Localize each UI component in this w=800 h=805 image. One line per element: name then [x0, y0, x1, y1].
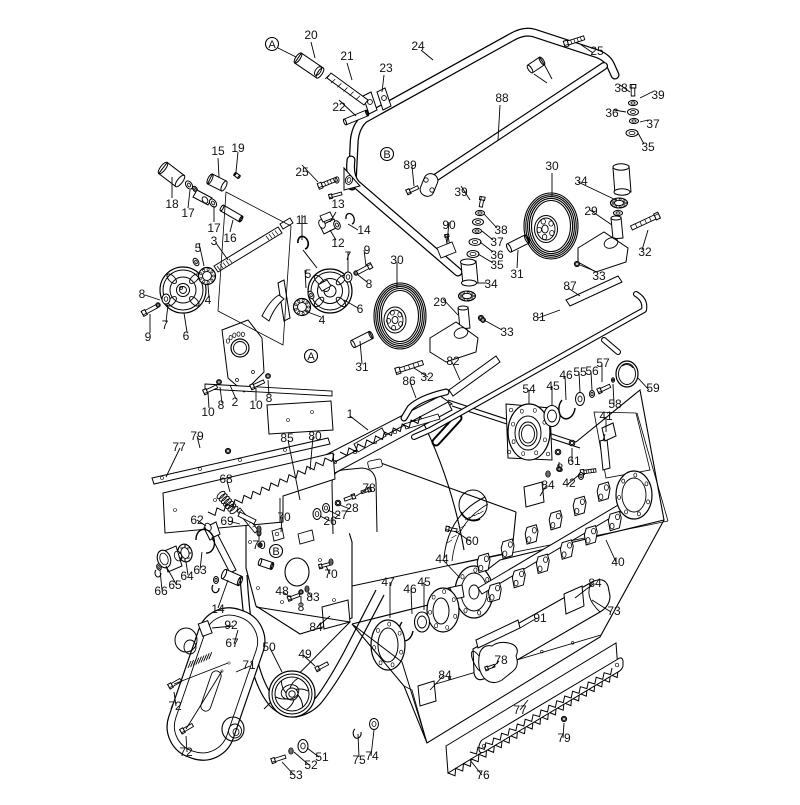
- svg-text:78: 78: [494, 653, 508, 667]
- svg-text:19: 19: [231, 141, 245, 155]
- svg-text:13: 13: [331, 197, 345, 211]
- svg-text:9: 9: [145, 330, 152, 344]
- svg-text:14: 14: [211, 602, 225, 616]
- svg-text:22: 22: [332, 100, 346, 114]
- svg-text:35: 35: [490, 258, 504, 272]
- svg-text:5: 5: [195, 241, 202, 255]
- svg-text:92: 92: [224, 618, 238, 632]
- svg-text:53: 53: [289, 768, 303, 782]
- svg-text:57: 57: [596, 356, 610, 370]
- svg-text:10: 10: [201, 405, 215, 419]
- svg-text:71: 71: [242, 658, 256, 672]
- svg-text:36: 36: [605, 106, 619, 120]
- svg-text:84: 84: [588, 576, 602, 590]
- svg-text:87: 87: [563, 279, 577, 293]
- svg-text:67: 67: [225, 636, 239, 650]
- svg-text:12: 12: [331, 236, 345, 250]
- svg-text:84: 84: [438, 668, 452, 682]
- svg-text:B: B: [272, 546, 279, 558]
- svg-text:32: 32: [638, 245, 652, 259]
- svg-text:30: 30: [545, 159, 559, 173]
- svg-text:74: 74: [365, 749, 379, 763]
- svg-text:39: 39: [454, 185, 468, 199]
- svg-text:45: 45: [546, 379, 560, 393]
- svg-text:23: 23: [379, 61, 393, 75]
- svg-text:20: 20: [304, 28, 318, 42]
- svg-text:89: 89: [403, 158, 417, 172]
- svg-text:91: 91: [533, 611, 547, 625]
- svg-text:17: 17: [207, 221, 221, 235]
- svg-text:33: 33: [500, 325, 514, 339]
- svg-text:A: A: [307, 351, 315, 363]
- svg-text:18: 18: [165, 197, 179, 211]
- svg-text:37: 37: [646, 117, 660, 131]
- svg-text:17: 17: [181, 206, 195, 220]
- svg-text:34: 34: [484, 277, 498, 291]
- svg-text:B: B: [383, 149, 390, 161]
- svg-text:25: 25: [295, 165, 309, 179]
- svg-text:24: 24: [411, 39, 425, 53]
- svg-text:61: 61: [567, 454, 581, 468]
- svg-text:25: 25: [590, 44, 604, 58]
- svg-text:79: 79: [557, 731, 571, 745]
- svg-text:48: 48: [275, 584, 289, 598]
- svg-text:6: 6: [357, 302, 364, 316]
- svg-text:37: 37: [490, 235, 504, 249]
- svg-text:86: 86: [402, 374, 416, 388]
- svg-text:88: 88: [495, 91, 509, 105]
- svg-text:84: 84: [309, 620, 323, 634]
- svg-text:80: 80: [308, 429, 322, 443]
- svg-text:46: 46: [559, 368, 573, 382]
- svg-text:59: 59: [646, 381, 660, 395]
- svg-text:85: 85: [280, 431, 294, 445]
- svg-text:7: 7: [162, 318, 169, 332]
- svg-text:8: 8: [139, 287, 146, 301]
- svg-text:15: 15: [211, 144, 225, 158]
- svg-text:14: 14: [357, 223, 371, 237]
- svg-text:1: 1: [347, 407, 354, 421]
- svg-text:4: 4: [205, 293, 212, 307]
- svg-text:78: 78: [362, 481, 376, 495]
- svg-text:68: 68: [219, 472, 233, 486]
- svg-text:46: 46: [403, 582, 417, 596]
- svg-text:52: 52: [304, 758, 318, 772]
- svg-text:47: 47: [381, 575, 395, 589]
- svg-text:82: 82: [446, 354, 460, 368]
- svg-text:72: 72: [179, 745, 193, 759]
- svg-text:21: 21: [340, 49, 354, 63]
- svg-text:29: 29: [433, 295, 447, 309]
- svg-text:31: 31: [510, 267, 524, 281]
- svg-text:69: 69: [220, 514, 234, 528]
- svg-text:38: 38: [614, 81, 628, 95]
- svg-text:3: 3: [211, 234, 218, 248]
- svg-text:8: 8: [218, 398, 225, 412]
- svg-text:81: 81: [532, 310, 546, 324]
- svg-text:4: 4: [319, 313, 326, 327]
- svg-text:50: 50: [262, 640, 276, 654]
- svg-text:16: 16: [223, 231, 237, 245]
- svg-text:8: 8: [366, 277, 373, 291]
- svg-text:8: 8: [557, 461, 564, 475]
- svg-text:65: 65: [168, 578, 182, 592]
- svg-text:60: 60: [465, 534, 479, 548]
- svg-text:77: 77: [172, 440, 186, 454]
- svg-text:66: 66: [154, 584, 168, 598]
- svg-text:39: 39: [651, 88, 665, 102]
- svg-text:A: A: [268, 39, 276, 51]
- svg-text:70: 70: [324, 567, 338, 581]
- svg-text:70: 70: [277, 510, 291, 524]
- svg-text:32: 32: [420, 370, 434, 384]
- svg-text:49: 49: [298, 647, 312, 661]
- svg-text:6: 6: [183, 329, 190, 343]
